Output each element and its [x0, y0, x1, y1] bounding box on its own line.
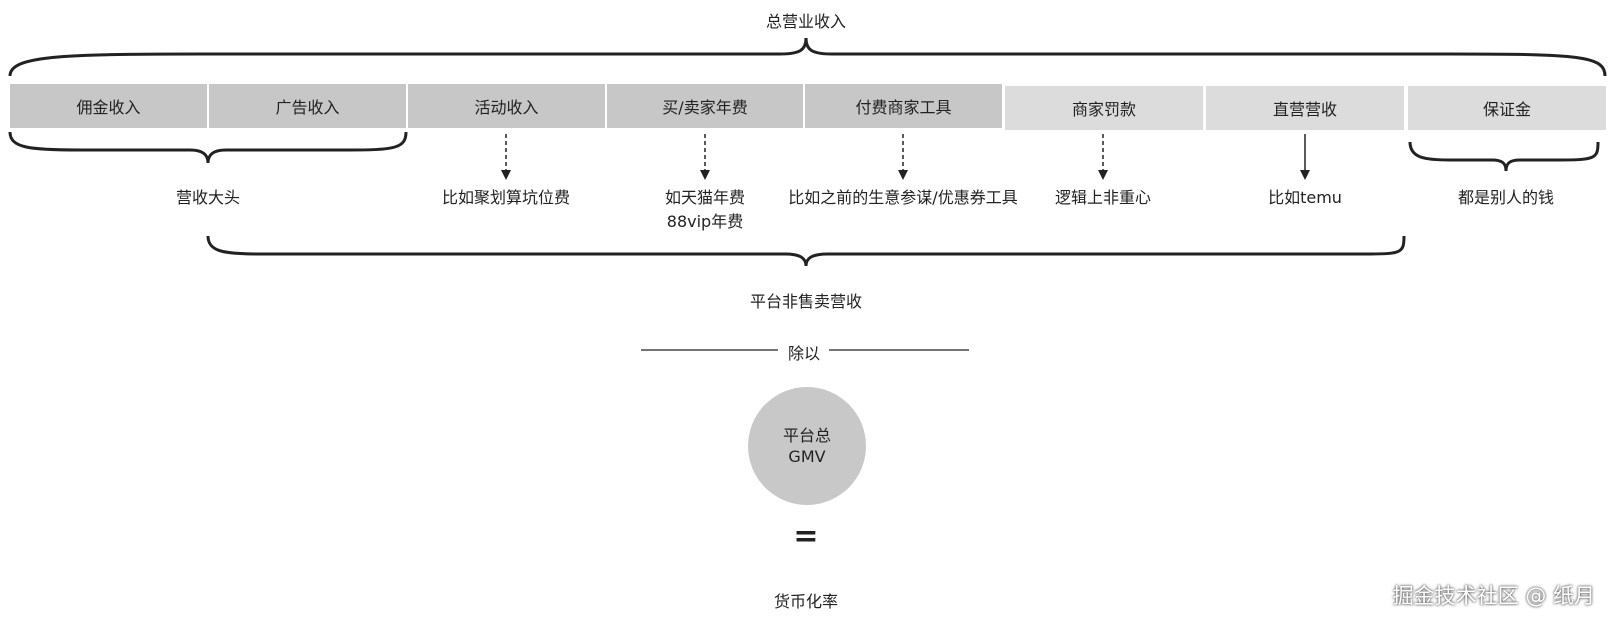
deposit-brace: [1408, 141, 1600, 172]
gmv-circle: 平台总 GMV: [748, 387, 866, 505]
ad-income-cell: 广告收入: [209, 84, 406, 128]
paid-tools-cell: 付费商家工具: [805, 84, 1002, 128]
deposit-note: 都是别人的钱: [1457, 188, 1555, 207]
equals-sign: =: [793, 519, 819, 554]
activity-income-cell: 活动收入: [408, 84, 605, 128]
direct-note: 比如temu: [1268, 188, 1342, 207]
annual-fee-note-line2: 88vip年费: [666, 212, 744, 231]
divide-label: 除以: [787, 344, 821, 363]
annual-fee-note-line1: 如天猫年费: [664, 188, 746, 207]
penalty-note: 逻辑上非重心: [1054, 188, 1152, 207]
total-revenue-label: 总营业收入: [765, 12, 847, 31]
monetization-rate-label: 货币化率: [773, 592, 839, 611]
non-sales-brace: [206, 235, 1406, 267]
annual-fee-cell: 买/卖家年费: [607, 84, 803, 128]
deposit-cell: 保证金: [1408, 86, 1606, 130]
non-sales-revenue-label: 平台非售卖营收: [749, 292, 863, 311]
top-brace: [8, 37, 1607, 77]
activity-note: 比如聚划算坑位费: [441, 188, 571, 207]
tools-note: 比如之前的生意参谋/优惠券工具: [788, 188, 1018, 207]
main-revenue-note: 营收大头: [175, 188, 241, 207]
watermark: 掘金技术社区 @ 纸月: [1392, 584, 1595, 608]
gmv-line1: 平台总: [782, 426, 831, 445]
merchant-penalty-cell: 商家罚款: [1005, 86, 1203, 130]
gmv-line2: GMV: [788, 447, 826, 466]
main-revenue-brace: [8, 131, 408, 164]
direct-revenue-cell: 直营营收: [1206, 86, 1404, 130]
commission-income-cell: 佣金收入: [10, 84, 207, 128]
